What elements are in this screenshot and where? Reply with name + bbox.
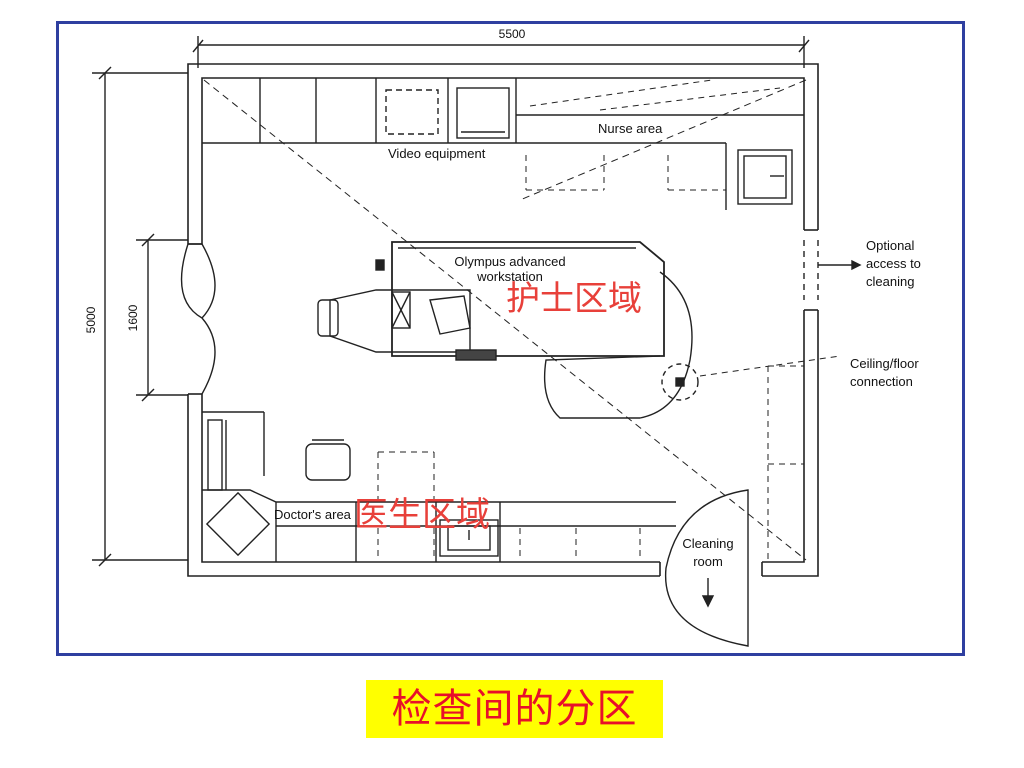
slide-caption: 检查间的分区 xyxy=(366,680,663,738)
doctor-zone-overlay: 医生区域 xyxy=(354,495,490,535)
dimension-width: 5500 xyxy=(192,27,810,68)
workstation xyxy=(317,241,841,419)
optional-access xyxy=(803,240,862,300)
nurse-area-dashed xyxy=(525,79,781,191)
diagonal-guides xyxy=(203,79,807,561)
nurse-zone-overlay: 护士区域 xyxy=(506,279,642,319)
top-cabinets xyxy=(202,78,804,210)
height-dimension-label: 5000 xyxy=(84,306,98,333)
cleaning-room-label-2: room xyxy=(693,554,723,569)
doctor-area xyxy=(202,411,676,562)
diagram-frame xyxy=(56,21,965,656)
dimension-height: 5000 xyxy=(84,66,188,567)
video-equipment-label: Video equipment xyxy=(388,146,486,161)
nurse-area-label: Nurse area xyxy=(598,121,663,136)
room-walls xyxy=(187,63,819,577)
ceiling-connection-label-1: Ceiling/floor xyxy=(850,356,919,371)
right-dashed-cabinets xyxy=(767,365,804,562)
door-dimension-label: 1600 xyxy=(126,304,140,331)
cleaning-room-door xyxy=(664,489,749,647)
dimension-door: 1600 xyxy=(126,233,188,402)
optional-access-label-3: cleaning xyxy=(866,274,914,289)
entrance-door xyxy=(180,243,216,395)
doctors-area-label: Doctor's area xyxy=(274,507,352,522)
cleaning-room-label-1: Cleaning xyxy=(682,536,733,551)
ceiling-connection-label-2: connection xyxy=(850,374,913,389)
workstation-label-2: workstation xyxy=(476,269,543,284)
workstation-label-1: Olympus advanced xyxy=(454,254,565,269)
optional-access-label-1: Optional xyxy=(866,238,915,253)
optional-access-label-2: access to xyxy=(866,256,921,271)
width-dimension-label: 5500 xyxy=(499,27,526,41)
